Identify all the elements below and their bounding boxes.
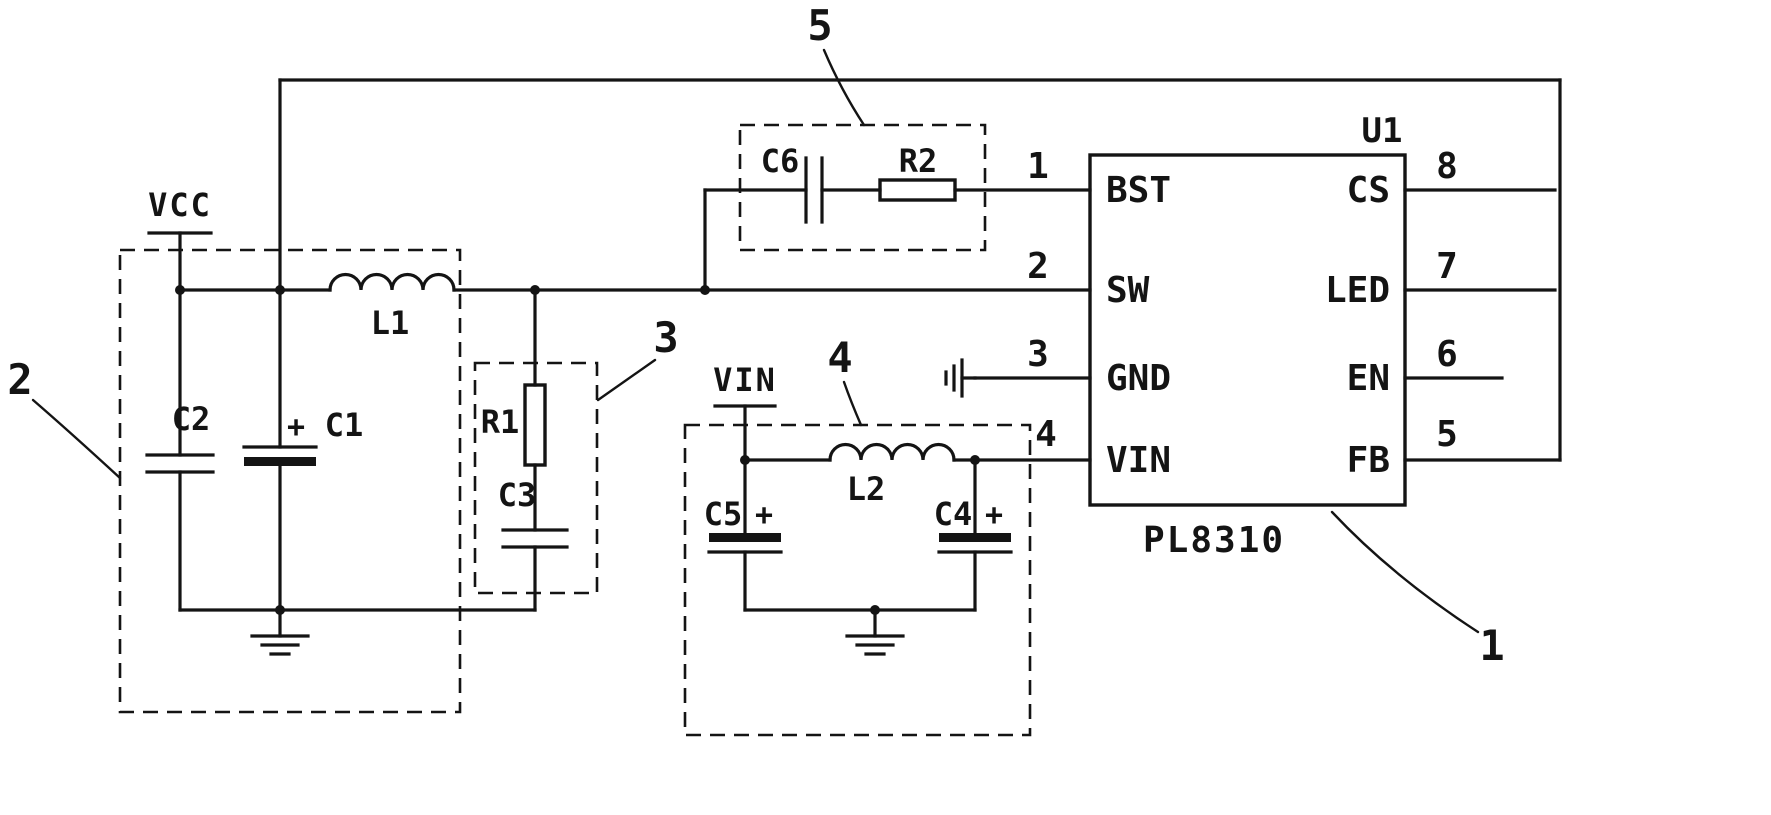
- pin-name-fb: FB: [1347, 440, 1390, 481]
- pin-number-gnd: 3: [1027, 334, 1049, 375]
- ic-part-number-label: PL8310: [1143, 520, 1285, 561]
- c6-ref-label: C6: [761, 142, 800, 180]
- pin-name-led: LED: [1325, 270, 1390, 311]
- inductor-l1-symbol: [328, 272, 456, 292]
- callout-3-snubber: 3: [653, 313, 678, 362]
- capacitor-c4-symbol: [937, 458, 1013, 612]
- r2-ref-label: R2: [899, 142, 938, 180]
- resistor-r1-symbol: [523, 288, 547, 532]
- r1-ref-label: R1: [481, 403, 520, 441]
- pin-name-vin: VIN: [1106, 440, 1171, 481]
- junction-dot: [740, 455, 750, 465]
- leader-line-callout-2: [31, 398, 122, 480]
- c4-ref-label: C4: [934, 495, 973, 533]
- ic-body: [1088, 153, 1407, 507]
- feedback-loop-wire: [278, 78, 1562, 462]
- vin-net-label: VIN: [713, 361, 777, 399]
- pin-number-bst: 1: [1027, 146, 1049, 187]
- capacitor-c2-symbol: [145, 453, 215, 612]
- leader-line-callout-1: [1330, 510, 1480, 634]
- pin-number-led: 7: [1436, 246, 1458, 287]
- junction-dot: [175, 285, 185, 295]
- pin-number-vin: 4: [1035, 414, 1057, 455]
- dashed-box-output-filter: [118, 248, 462, 714]
- c3-ref-label: C3: [498, 476, 537, 514]
- callout-2-output-filter: 2: [7, 355, 32, 404]
- pin-number-fb: 5: [1436, 414, 1458, 455]
- c5-plus-label: +: [755, 498, 773, 533]
- capacitor-c3-symbol: [501, 528, 569, 612]
- capacitor-c1-symbol: [242, 288, 318, 612]
- pin-name-sw: SW: [1106, 270, 1150, 311]
- r1-body: [523, 383, 547, 467]
- junction-dot: [275, 605, 285, 615]
- junction-dot: [275, 285, 285, 295]
- r2-body: [878, 178, 957, 202]
- c4-top-plate: [939, 533, 1011, 542]
- sw-output-net: [176, 272, 1092, 292]
- c5-ref-label: C5: [704, 495, 743, 533]
- capacitor-c5-symbol: [707, 458, 783, 612]
- c2-ref-label: C2: [172, 400, 211, 438]
- junction-dot: [530, 285, 540, 295]
- pin-number-en: 6: [1436, 334, 1458, 375]
- earth-ground-output-block: [250, 608, 310, 656]
- leader-line-callout-5: [822, 48, 866, 127]
- dashed-box-bootstrap: [738, 123, 987, 252]
- junction-dot: [870, 605, 880, 615]
- dashed-box-input-filter: [683, 423, 1032, 737]
- c4-plus-label: +: [985, 498, 1003, 533]
- vcc-net-label: VCC: [148, 186, 212, 224]
- pin-number-sw: 2: [1027, 246, 1049, 287]
- pin-number-cs: 8: [1436, 146, 1458, 187]
- l2-ref-label: L2: [847, 470, 886, 508]
- junction-dot: [700, 285, 710, 295]
- l1-ref-label: L1: [371, 304, 410, 342]
- leader-line-callout-3: [596, 358, 657, 402]
- dashed-box-snubber: [473, 361, 599, 595]
- callout-4-input-filter: 4: [827, 333, 852, 382]
- pin-name-en: EN: [1347, 358, 1390, 399]
- leader-line-callout-4: [842, 380, 863, 427]
- callout-5-bootstrap: 5: [807, 1, 832, 50]
- pin-name-bst: BST: [1106, 170, 1171, 211]
- inductor-l2-symbol: [828, 442, 956, 462]
- c1-bottom-plate: [244, 457, 316, 466]
- c5-top-plate: [709, 533, 781, 542]
- vin-power-symbol: [713, 404, 777, 462]
- pin-name-gnd: GND: [1106, 358, 1171, 399]
- junction-dot: [970, 455, 980, 465]
- c1-plus-label: +: [287, 410, 305, 445]
- earth-ground-input-block: [845, 608, 905, 656]
- junction-dots: [175, 285, 980, 615]
- bootstrap-branch: [703, 156, 1092, 292]
- pin-name-cs: CS: [1347, 170, 1390, 211]
- callout-1-ic: 1: [1479, 621, 1504, 670]
- gnd-pin-branch: [944, 358, 1092, 398]
- c1-ref-label: C1: [325, 406, 364, 444]
- ic-ref-label: U1: [1362, 111, 1403, 151]
- vcc-power-symbol: [147, 231, 213, 457]
- ic-right-pin-wires: [1403, 188, 1562, 462]
